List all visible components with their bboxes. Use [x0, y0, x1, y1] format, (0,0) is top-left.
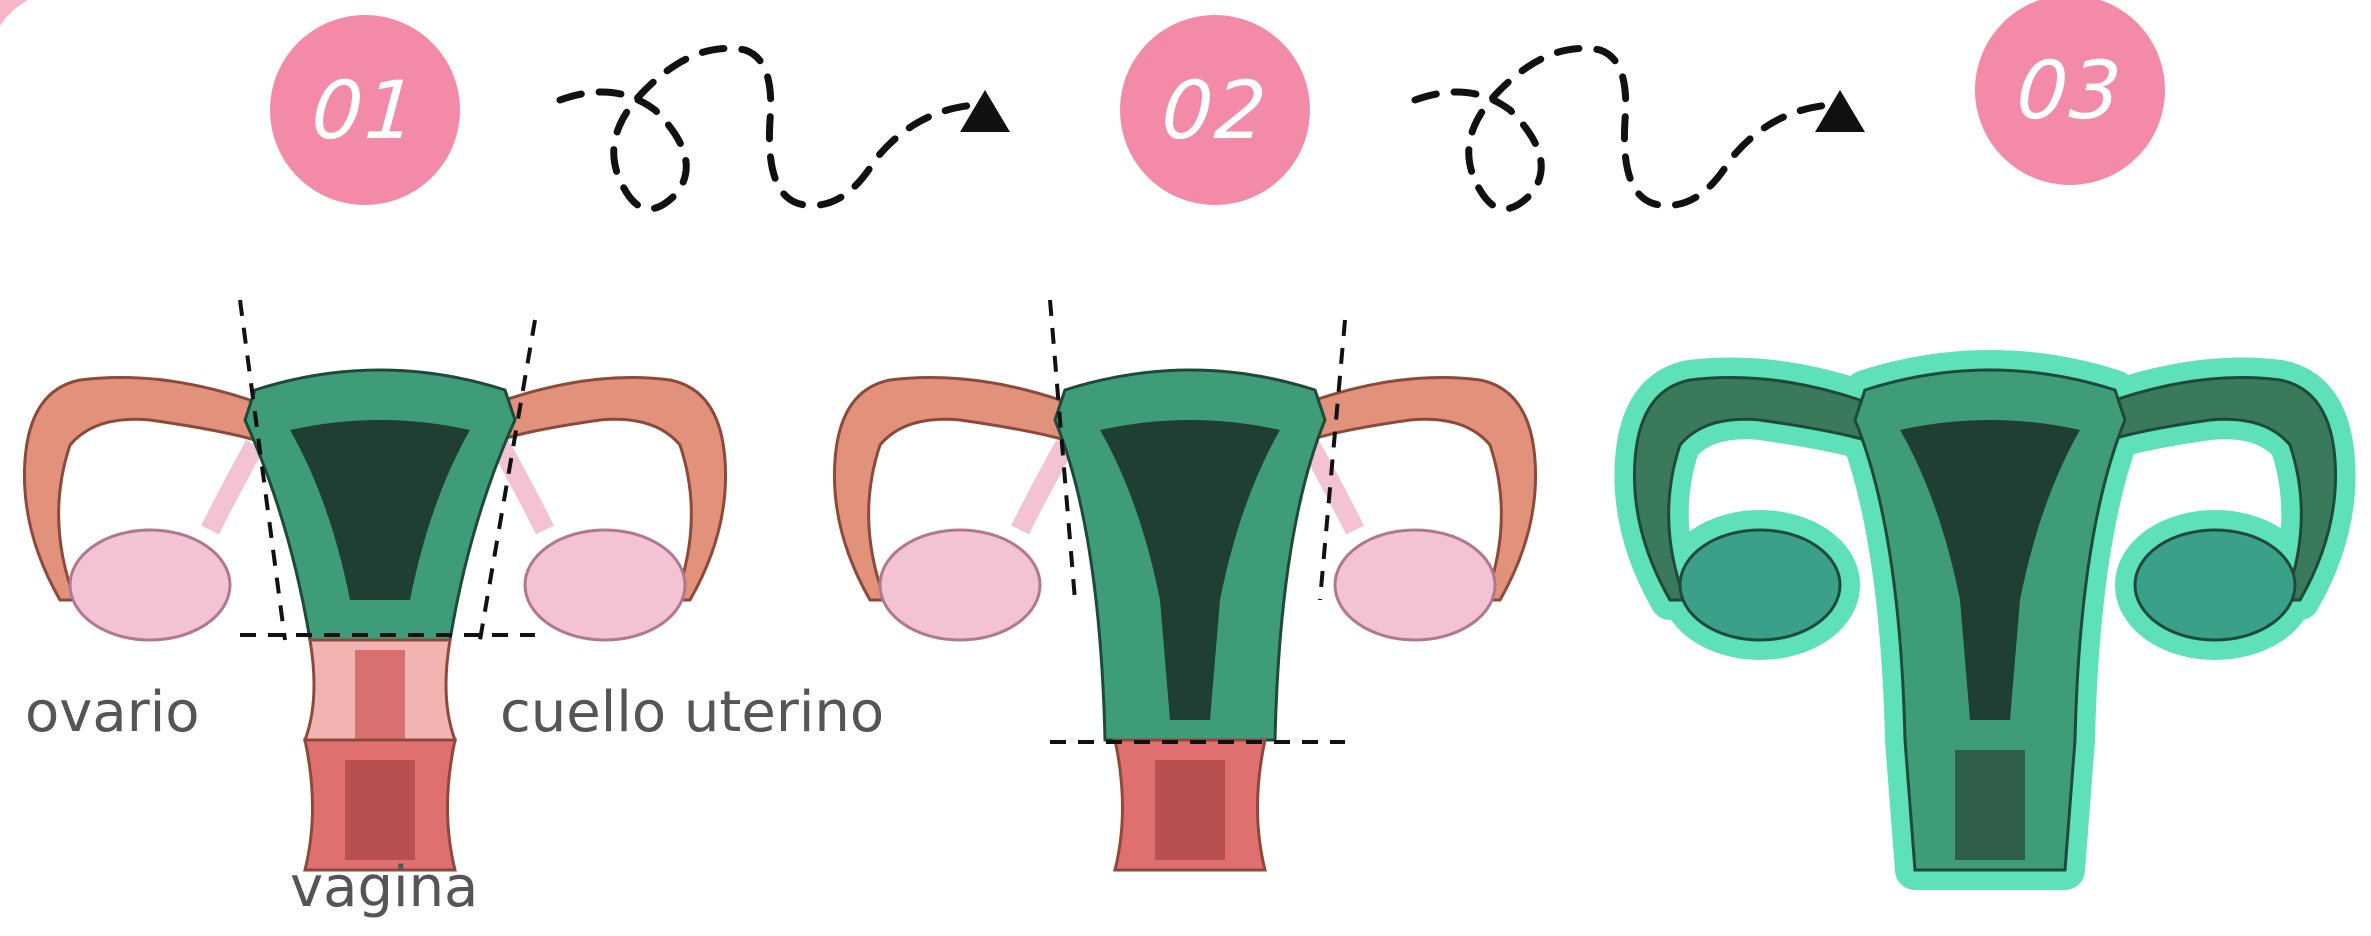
step-number-01: 01	[309, 64, 421, 157]
step-circle-03: 03	[1975, 0, 2165, 185]
step-number-02: 02	[1159, 64, 1271, 157]
uterus-diagram-partial	[0, 270, 760, 936]
left-ovary	[70, 530, 230, 640]
dashed-loop-arrow-icon	[1410, 30, 1880, 230]
right-ovary	[1335, 530, 1495, 640]
right-ovary	[2135, 530, 2295, 640]
step-circle-01: 01	[270, 15, 460, 205]
uterus-diagram-subtotal	[810, 270, 1570, 936]
step-circle-02: 02	[1120, 15, 1310, 205]
corner-decoration	[0, 0, 30, 30]
left-ovary	[880, 530, 1040, 640]
left-ovary	[1680, 530, 1840, 640]
step-number-03: 03	[2014, 44, 2126, 137]
label-ovary: ovario	[25, 680, 200, 745]
dashed-loop-arrow-icon	[555, 30, 1025, 230]
right-ovary	[525, 530, 685, 640]
label-vagina: vagina	[290, 855, 478, 920]
uterus-diagram-radical	[1610, 270, 2370, 936]
